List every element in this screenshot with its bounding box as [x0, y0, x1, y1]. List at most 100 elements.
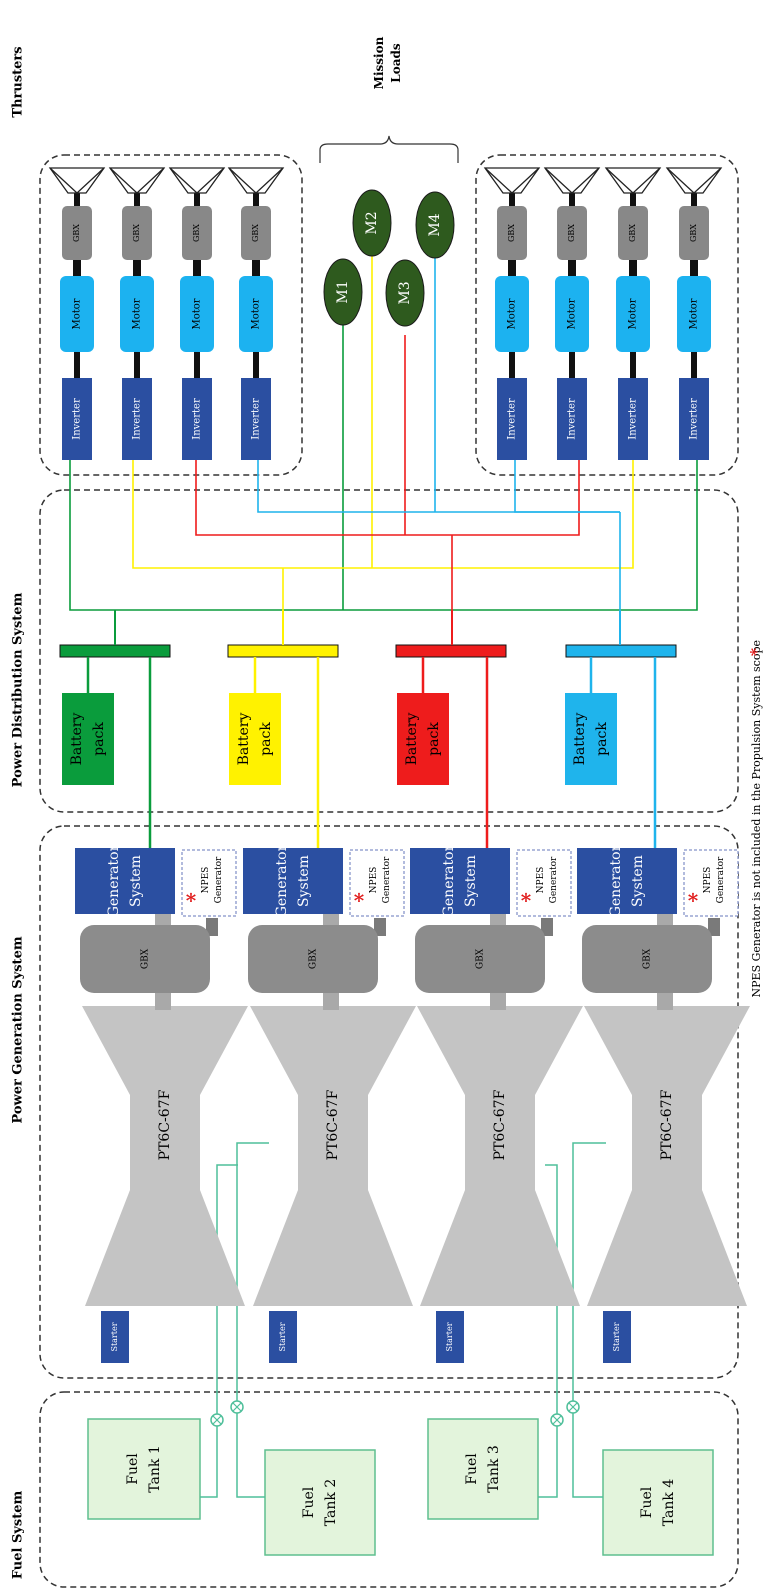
propeller-shaft-6 [569, 193, 575, 206]
npes-generator-2-label-line1: NPES [369, 867, 379, 894]
inverter-motor-link-3 [194, 352, 200, 378]
thrusters: Inverter Motor GBX Inverter Motor GBX Inverter… [48, 167, 723, 460]
npes-generator-4 [683, 849, 739, 917]
propeller-7 [604, 167, 662, 194]
battery-pack-2-label-line1: Battery [236, 713, 252, 766]
npes-shaft-1 [206, 918, 218, 936]
thruster-gearbox-5 [497, 206, 527, 260]
battery-pack-2-label-line2: pack [258, 722, 274, 756]
mission-loads-label-line2: Loads [389, 43, 403, 83]
npes-shaft-4 [708, 918, 720, 936]
power-distribution-frame [39, 489, 739, 813]
inverter-5-label: Inverter [507, 398, 518, 440]
battery-pack-2 [229, 693, 281, 785]
motor-gbx-link-6 [568, 260, 576, 276]
power-generation-system: Starter PT6C-67F GBX Generator System NPES Gen… [75, 844, 750, 1363]
propeller-8 [665, 167, 723, 194]
fuel-tank-1-label-line1: Fuel [125, 1453, 141, 1485]
npes-asterisk-4: * [688, 889, 699, 913]
motor-gbx-link-1 [73, 260, 81, 276]
fuel-tank-1 [87, 1418, 201, 1520]
thruster-gearbox-3 [182, 206, 212, 260]
fuel-tank-2 [264, 1449, 376, 1556]
propeller-8-blade [666, 167, 722, 194]
propeller-1-blade [49, 167, 105, 194]
engine-1 [82, 1006, 248, 1306]
engine-3-label: PT6C-67F [492, 1089, 508, 1160]
propeller-4 [227, 167, 285, 194]
engine-shaft-2 [323, 990, 339, 1010]
inverter-8 [679, 378, 709, 460]
starter-1-label: Starter [110, 1322, 119, 1351]
fuel-line-4 [572, 1142, 606, 1498]
propeller-5 [483, 167, 541, 194]
bus-bar-1 [59, 644, 171, 658]
generator-system-4-label-line2: System [630, 855, 646, 907]
thruster-gearbox-5-label: GBX [507, 224, 516, 242]
mission-load-1 [323, 258, 363, 326]
motor-7 [616, 276, 650, 352]
engine-2-label: PT6C-67F [325, 1089, 341, 1160]
fuel-tank-4 [602, 1449, 714, 1556]
generator-system-2-label-line2: System [296, 855, 312, 907]
motor-1-label: Motor [72, 298, 83, 329]
inverter-2-label: Inverter [132, 398, 143, 440]
propeller-1 [48, 167, 106, 194]
motor-5 [495, 276, 529, 352]
inverter-7-label: Inverter [628, 398, 639, 440]
footnote-asterisk: * [747, 647, 766, 656]
fuel-system-label: Fuel System [11, 1491, 26, 1580]
fuel-system-frame [39, 1391, 739, 1588]
generator-system-4 [577, 848, 677, 914]
npes-generator-4-label-line2: Generator [716, 856, 726, 903]
inverter-7 [618, 378, 648, 460]
propeller-2 [108, 167, 166, 194]
power-gearbox-1-label: GBX [141, 948, 151, 969]
engine-shaft-1 [155, 990, 171, 1010]
propeller-2-blade [109, 167, 165, 194]
fuel-valve-2-cross-b [232, 1402, 242, 1412]
npes-generator-3-label-line2: Generator [549, 856, 559, 903]
power-gearbox-3-label: GBX [476, 948, 486, 969]
motor-3-label: Motor [192, 298, 203, 329]
generator-system-1-label-line2: System [128, 855, 144, 907]
fuel-tank-3-label-line1: Fuel [464, 1453, 480, 1485]
propeller-shaft-3 [194, 193, 200, 206]
thruster-gearbox-6-label: GBX [567, 224, 576, 242]
inverter-1 [62, 378, 92, 460]
motor-gbx-link-8 [690, 260, 698, 276]
motor-8 [677, 276, 711, 352]
generator-system-2-label-line1: Generator [274, 844, 290, 917]
thruster-gearbox-7 [618, 206, 648, 260]
thruster-gearbox-6 [557, 206, 587, 260]
mission-loads-label-line1: Mission [372, 36, 386, 89]
fuel-line-2 [236, 1142, 269, 1498]
motor-gbx-link-7 [629, 260, 637, 276]
generator-system-3-label-line1: Generator [441, 844, 457, 917]
power-gearbox-2-label: GBX [309, 948, 319, 969]
generator-system-3-label-line2: System [463, 855, 479, 907]
inverter-8-label: Inverter [689, 398, 700, 440]
propeller-6 [543, 167, 601, 194]
propeller-6-blade [544, 167, 600, 194]
inverter-6 [557, 378, 587, 460]
battery-pack-1 [62, 693, 114, 785]
battery-pack-4 [565, 693, 617, 785]
motor-7-label: Motor [628, 298, 639, 329]
npes-generator-2 [349, 849, 405, 917]
fuel-tank-3-label-line2: Tank 3 [486, 1445, 502, 1492]
inverter-4-label: Inverter [251, 398, 262, 440]
generator-system-4-label-line1: Generator [608, 844, 624, 917]
wire-blue-left [257, 460, 620, 513]
bus-bar-4 [565, 644, 677, 658]
mission-load-3-label: M3 [397, 281, 413, 304]
npes-asterisk-3: * [521, 889, 532, 913]
wire-blue-right [514, 460, 620, 513]
generator-system-2 [243, 848, 343, 914]
inverter-motor-link-8 [691, 352, 697, 378]
power-gearbox-3 [415, 925, 545, 993]
inverter-motor-link-2 [134, 352, 140, 378]
propeller-3-blade [169, 167, 225, 194]
